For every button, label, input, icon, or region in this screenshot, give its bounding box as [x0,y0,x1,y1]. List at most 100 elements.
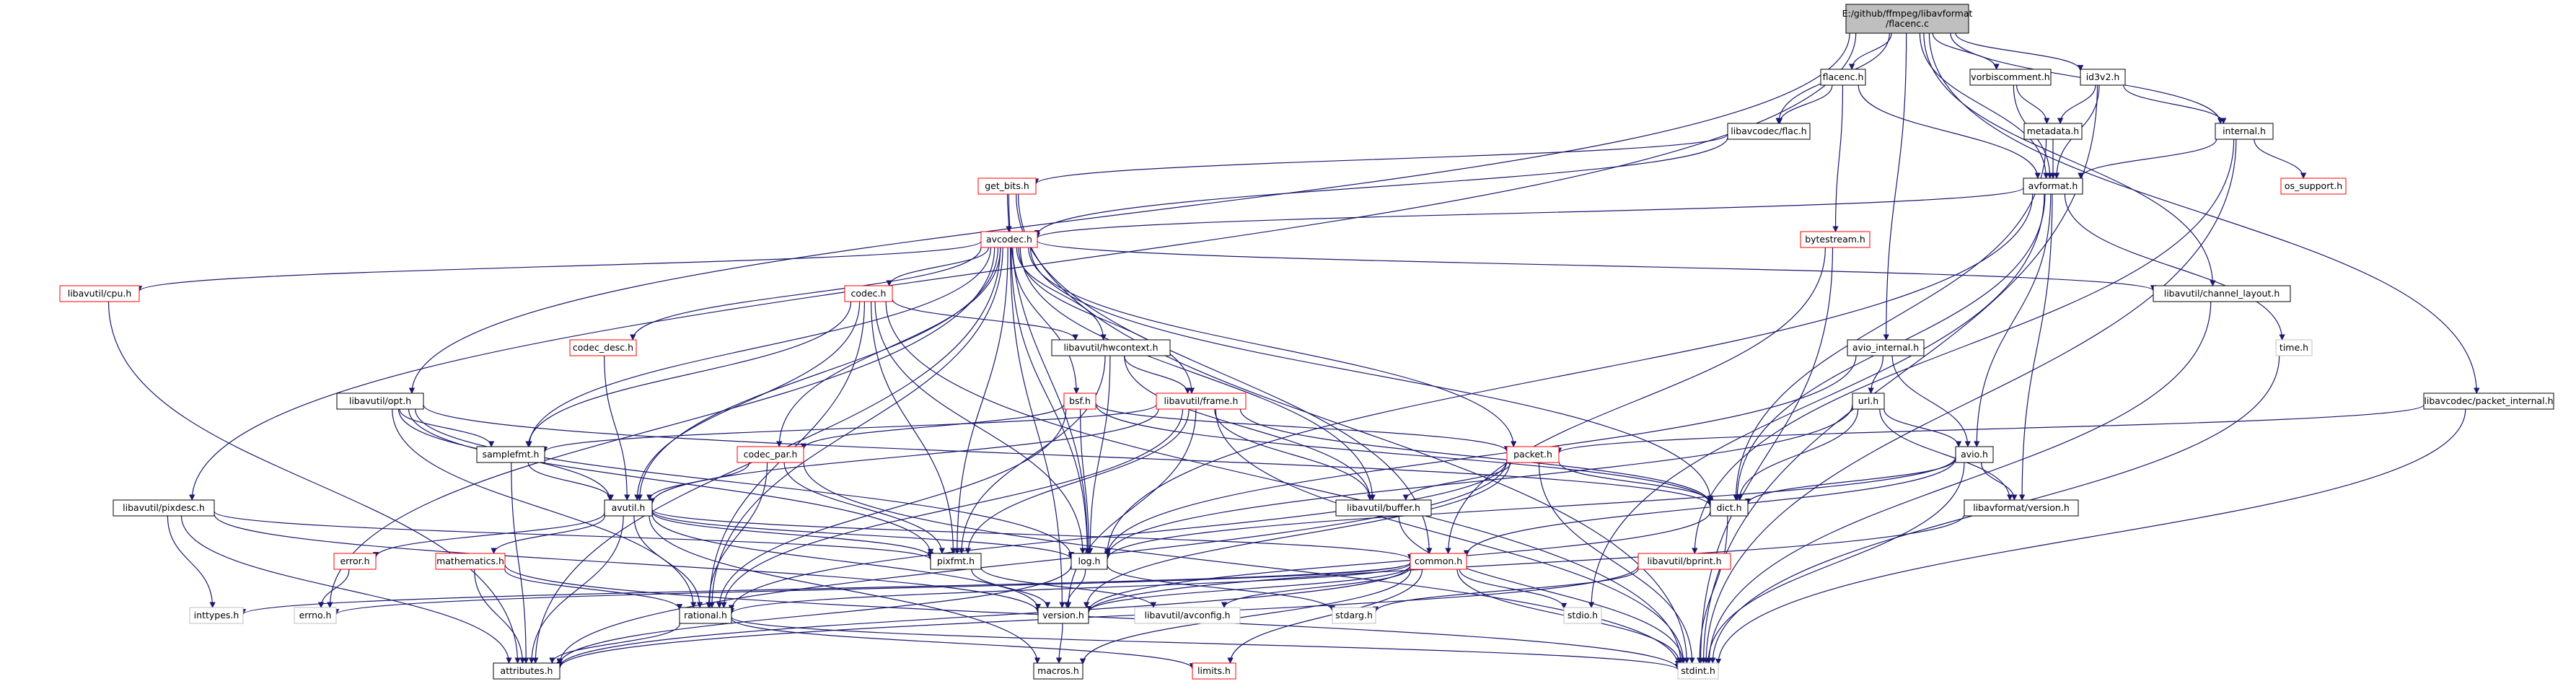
node-label: inttypes.h [194,610,239,621]
node-get-bits-h[interactable]: get_bits.h [977,177,1037,195]
node-avcodec-flac-h[interactable]: libavcodec/flac.h [1727,123,1811,140]
node-os-support-h[interactable]: os_support.h [2280,177,2347,195]
edge-mathematics_h-to-rational_h [504,569,683,610]
edge-codec_par_h-to-rational_h [705,462,768,608]
node-avcodec-h[interactable]: avcodec.h [980,231,1038,248]
node-label: flacenc.h [1823,71,1864,82]
node-label: macros.h [1037,665,1079,676]
node-flacenc-h[interactable]: flacenc.h [1820,69,1866,86]
node-error-h[interactable]: error.h [333,553,377,570]
node-internal-h[interactable]: internal.h [2215,123,2274,140]
node-limits-h[interactable]: limits.h [1192,662,1236,680]
node-box [1037,607,1089,624]
edge-bprint_h-to-attributes_h [556,565,1639,669]
node-label: libavutil/channel_layout.h [2164,288,2280,299]
node-dict-h[interactable]: dict.h [1710,499,1749,517]
edge-root-to-pixdesc_h [189,32,1857,501]
node-macros-h[interactable]: macros.h [1033,662,1083,680]
node-opt-h[interactable]: libavutil/opt.h [336,393,424,410]
node-box [1677,662,1719,680]
node-label: stdio.h [1568,610,1598,621]
edge-layer [107,32,2480,671]
node-label: codec_desc.h [573,342,633,353]
node-mathematics-h[interactable]: mathematics.h [435,553,506,570]
edge-samplefmt_h-to-avutil_h [527,462,614,501]
node-attributes-h[interactable]: attributes.h [493,662,561,680]
edge-codec_par_h-to-avutil_h [646,462,750,501]
edge-avcodec_h-to-bsf_h [1012,247,1080,394]
node-box [1955,446,1994,463]
edge-avcodec_h-to-dict_h [1029,247,1714,502]
node-box [2023,177,2083,195]
node-frame-h[interactable]: libavutil/frame.h [1156,393,1247,410]
node-rational-h[interactable]: rational.h [679,607,732,624]
node-id3v2-h[interactable]: id3v2.h [2080,69,2126,86]
node-codec-desc-h[interactable]: codec_desc.h [569,339,637,356]
node-bprint-h[interactable]: libavutil/bprint.h [1638,553,1731,570]
node-avio-h[interactable]: avio.h [1955,446,1994,463]
node-label: libavformat/version.h [1973,502,2070,513]
node-avformat-h[interactable]: avformat.h [2023,177,2083,195]
node-buffer-h[interactable]: libavutil/buffer.h [1335,499,1432,517]
node-avutil-h[interactable]: avutil.h [604,499,653,517]
node-box [1410,553,1467,570]
node-metadata-h[interactable]: metadata.h [2023,123,2083,140]
edge-hwcontext_h-to-log_h [1086,355,1111,554]
node-avio-internal-h[interactable]: avio_internal.h [1847,339,1925,356]
edge-frame_h-to-pixfmt_h [964,408,1190,554]
edge-avio_internal_h-to-avio_h [1891,355,1971,447]
node-label: /flacenc.c [1886,18,1929,29]
node-box [1969,69,2052,86]
node-errno-h[interactable]: errno.h [294,607,337,624]
node-avconfig-h[interactable]: libavutil/avconfig.h [1134,607,1241,624]
node-label: packet.h [1513,449,1552,460]
node-root[interactable]: E:/github/ffmpeg/libavformat/flacenc.c [1842,4,1973,34]
node-time-h[interactable]: time.h [2275,339,2313,356]
node-channel-layout-h[interactable]: libavutil/channel_layout.h [2153,285,2291,302]
node-version-h[interactable]: version.h [1037,607,1089,624]
node-packet-h[interactable]: packet.h [1506,446,1560,463]
node-stdint-h[interactable]: stdint.h [1677,662,1719,680]
node-label: libavutil/frame.h [1164,395,1239,406]
node-common-h[interactable]: common.h [1410,553,1467,570]
node-label: log.h [1078,556,1101,566]
edge-common_h-to-version_h [1085,565,1411,613]
node-label: limits.h [1197,665,1231,676]
edge-avutil_h-to-version_h [651,514,1042,610]
node-label: internal.h [2223,126,2266,136]
node-lavf-version-h[interactable]: libavformat/version.h [1964,499,2079,517]
edge-channel_layout_h-to-stdint_h [1706,301,2212,664]
node-label: bsf.h [1069,395,1091,406]
edge-frame_h-to-samplefmt_h [541,404,1157,453]
node-label: metadata.h [2027,126,2079,136]
node-bsf-h[interactable]: bsf.h [1063,393,1096,410]
edge-avcodec_flac_h-to-get_bits_h [1033,133,1728,185]
node-label: avutil.h [612,502,646,513]
node-hwcontext-h[interactable]: libavutil/hwcontext.h [1051,339,1171,356]
node-box [1156,393,1247,410]
node-codec-h[interactable]: codec.h [844,285,893,302]
node-label: libavutil/opt.h [349,395,411,406]
node-log-h[interactable]: log.h [1071,553,1108,570]
edge-mathematics_h-to-attributes_h [474,569,526,664]
node-pixdesc-h[interactable]: libavutil/pixdesc.h [113,499,215,517]
edge-root-to-vorbiscomment_h [1932,32,2000,70]
edge-common_h-to-errno_h [333,562,1411,615]
node-box [1192,662,1236,680]
node-stdio-h[interactable]: stdio.h [1563,607,1602,624]
node-bytestream-h[interactable]: bytestream.h [1800,231,1871,248]
node-url-h[interactable]: url.h [1852,393,1885,410]
node-samplefmt-h[interactable]: samplefmt.h [476,446,545,463]
node-box [604,499,653,517]
node-packet-internal-h[interactable]: libavcodec/packet_internal.h [2423,393,2554,410]
edge-common_h-to-inttypes_h [240,562,1411,615]
edge-avio_internal_h-to-url_h [1868,355,1884,394]
node-cpu-h[interactable]: libavutil/cpu.h [59,285,140,302]
node-codec-par-h[interactable]: codec_par.h [737,446,804,463]
node-box [1063,393,1096,410]
node-pixfmt-h[interactable]: pixfmt.h [930,553,982,570]
node-vorbiscomment-h[interactable]: vorbiscomment.h [1969,69,2052,86]
node-inttypes-h[interactable]: inttypes.h [189,607,244,624]
node-stdarg-h[interactable]: stdarg.h [1332,607,1376,624]
